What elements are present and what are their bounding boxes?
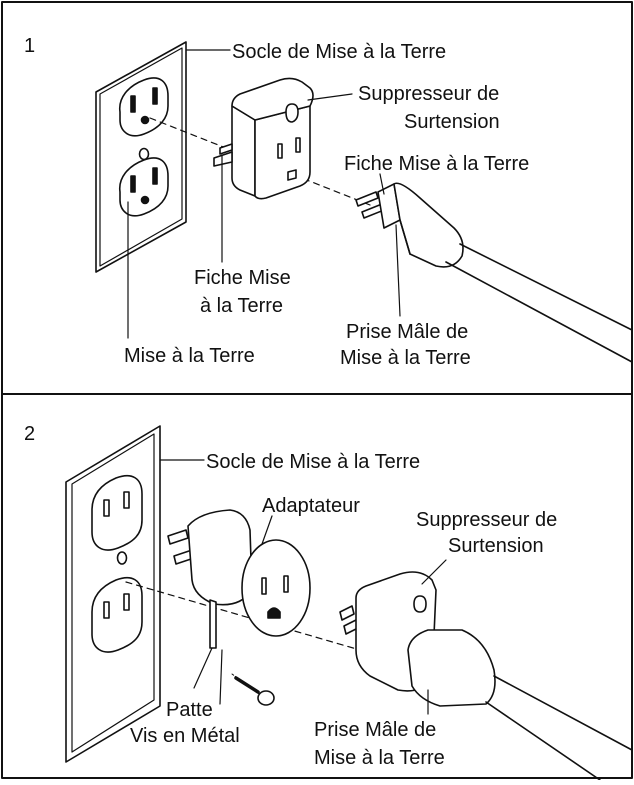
- panel-2-number: 2: [24, 423, 35, 445]
- panel-1-number: 1: [24, 35, 35, 57]
- leader-tab: [193, 647, 213, 689]
- leader-plug: [395, 224, 401, 317]
- label-grounding-plug-l2: Mise à la Terre: [340, 347, 471, 369]
- label-adapter: Adaptateur: [262, 495, 360, 517]
- label-ground: Mise à la Terre: [124, 345, 255, 367]
- panel-2-frame: [1, 393, 633, 779]
- leader-screw: [219, 649, 223, 705]
- label-grounding-plug-l1: Prise Mâle de: [314, 719, 436, 741]
- alignment-line: [125, 581, 361, 651]
- grounding-plug: [355, 182, 633, 363]
- label-grounding-pin-left-l2: à la Terre: [200, 295, 283, 317]
- metal-screw: [231, 673, 275, 706]
- leader-suppressor: [421, 559, 447, 585]
- alignment-line: [149, 117, 371, 206]
- label-grounded-outlet: Socle de Mise à la Terre: [232, 41, 446, 63]
- label-surge-suppressor-l1: Suppresseur de: [416, 509, 557, 531]
- surge-suppressor: [213, 77, 314, 200]
- grounding-plug: [407, 629, 633, 781]
- wall-outlet: [65, 425, 161, 763]
- label-tab: Patte: [166, 699, 213, 721]
- leader-adapter: [261, 515, 273, 545]
- label-surge-suppressor-l2: Surtension: [448, 535, 544, 557]
- label-grounding-plug-l2: Mise à la Terre: [314, 747, 445, 769]
- label-surge-suppressor-l2: Surtension: [404, 111, 500, 133]
- label-metal-screw: Vis en Métal: [130, 725, 240, 747]
- label-grounding-pin-left-l1: Fiche Mise: [194, 267, 291, 289]
- label-surge-suppressor-l1: Suppresseur de: [358, 83, 499, 105]
- label-grounded-outlet: Socle de Mise à la Terre: [206, 451, 420, 473]
- label-grounding-plug-l1: Prise Mâle de: [346, 321, 468, 343]
- wall-outlet: [95, 41, 187, 273]
- leader-pin-right: [379, 173, 385, 195]
- panel-1: 1: [24, 35, 633, 369]
- leader-suppressor: [307, 93, 353, 101]
- adapter: [167, 509, 311, 649]
- label-grounding-pin-right: Fiche Mise à la Terre: [344, 153, 529, 175]
- panel-2: 2: [24, 423, 633, 781]
